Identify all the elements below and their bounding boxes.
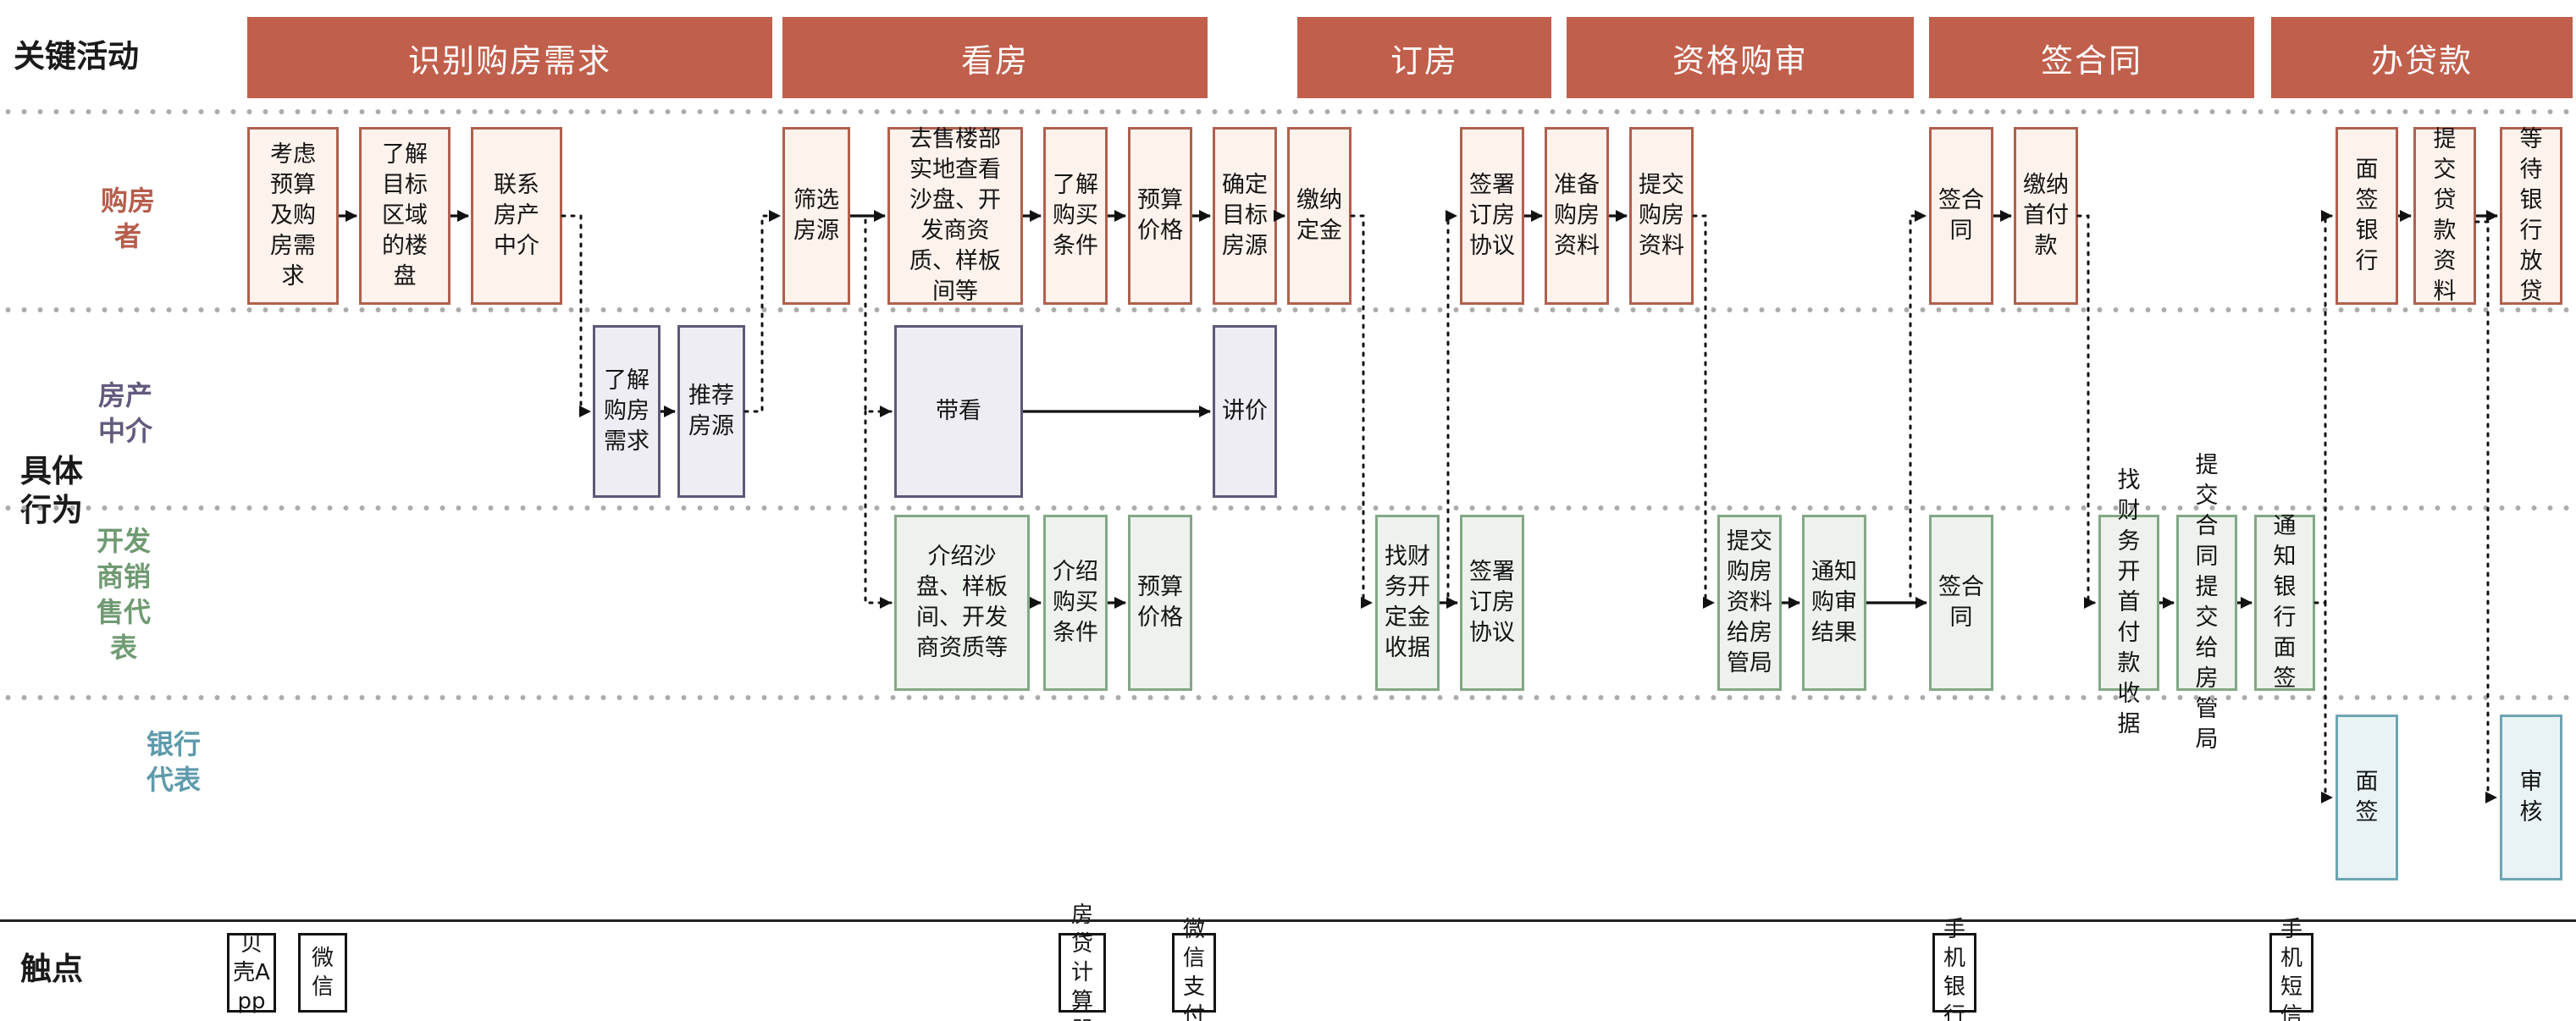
activity-node-dev-23: 介绍购买条件 xyxy=(1043,515,1108,691)
phase-header-6: 办贷款 xyxy=(2271,17,2573,98)
activity-node-dev-28: 通知购审结果 xyxy=(1802,515,1866,691)
phase-header-2: 看房 xyxy=(782,17,1208,98)
dotted-arrow-26 xyxy=(1350,214,1374,609)
activity-node-dev-30: 找财务开首付款收据 xyxy=(2098,467,2159,737)
activity-node-agent-20: 带看 xyxy=(894,325,1023,498)
dotted-arrow-22 xyxy=(561,214,592,417)
activity-node-agent-19: 推荐房源 xyxy=(677,325,745,498)
behaviors-row-label: 具体 行为 xyxy=(20,453,83,528)
dotted-arrow-30 xyxy=(2076,214,2097,609)
lane-label-agent: 房产 中介 xyxy=(97,379,152,447)
touchpoint-6: 手机短信 xyxy=(2269,917,2313,1021)
activity-node-buyer-2: 了解目标区域的楼盘 xyxy=(359,127,451,305)
dotted-separator-1 xyxy=(0,108,2576,115)
touchpoint-4: 微信支付 xyxy=(1172,917,1216,1021)
dotted-arrow-27 xyxy=(1446,210,1458,598)
touchpoint-2: 微信 xyxy=(298,933,347,1013)
phase-header-1: 识别购房需求 xyxy=(247,17,772,98)
activity-node-buyer-12: 提交购房资料 xyxy=(1629,127,1694,305)
activity-node-buyer-6: 了解购买条件 xyxy=(1043,127,1108,305)
activity-node-buyer-9: 缴纳定金 xyxy=(1287,127,1352,305)
activity-node-buyer-10: 签署订房协议 xyxy=(1460,127,1524,305)
lane-label-bank: 银行 代表 xyxy=(146,728,201,796)
lane-label-dev: 开发 商销 售代 表 xyxy=(96,525,151,664)
lane-label-buyer: 购房 者 xyxy=(100,185,155,252)
touchpoints-row-label: 触点 xyxy=(20,951,83,987)
activity-node-buyer-14: 缴纳首付款 xyxy=(2014,127,2078,305)
solid-separator xyxy=(0,919,2576,922)
activity-node-buyer-15: 面签银行 xyxy=(2336,127,2398,305)
activity-node-buyer-7: 预算价格 xyxy=(1128,127,1192,305)
phase-header-3: 订房 xyxy=(1297,17,1551,98)
dotted-separator-2 xyxy=(0,306,2576,313)
activity-node-dev-31: 提交合同提交给房管局 xyxy=(2176,452,2237,753)
activity-node-dev-32: 通知银行面签 xyxy=(2254,513,2315,692)
dotted-arrow-28 xyxy=(1692,214,1716,609)
activity-node-dev-27: 提交购房资料给房管局 xyxy=(1717,515,1782,691)
dotted-arrow-29 xyxy=(1909,210,1927,598)
activity-node-buyer-4: 筛选房源 xyxy=(782,127,850,305)
phase-header-4: 资格购审 xyxy=(1567,17,1914,98)
activity-node-dev-24: 预算价格 xyxy=(1128,515,1192,691)
activity-node-buyer-8: 确定目标房源 xyxy=(1213,127,1277,305)
touchpoint-3: 房贷计算器 xyxy=(1059,902,1106,1021)
activity-node-agent-21: 讲价 xyxy=(1213,325,1277,498)
activity-node-buyer-13: 签合同 xyxy=(1929,127,1993,305)
touchpoint-5: 手机银行 xyxy=(1932,917,1976,1021)
activity-node-dev-26: 签署订房协议 xyxy=(1460,515,1524,691)
activity-node-bank-34: 审核 xyxy=(2500,715,2562,880)
activity-node-buyer-1: 考虑预算及购房需求 xyxy=(247,127,339,305)
activity-node-bank-33: 面签 xyxy=(2336,715,2398,880)
dotted-arrow-31 xyxy=(2313,210,2334,604)
activity-node-buyer-5: 去售楼部实地查看沙盘、开发商资质、样板间等 xyxy=(887,126,1023,305)
activity-node-dev-25: 找财务开定金收据 xyxy=(1375,515,1440,691)
activity-node-buyer-3: 联系房产中介 xyxy=(471,127,562,305)
activity-node-dev-29: 签合同 xyxy=(1929,515,1993,691)
activity-node-buyer-16: 提交贷款资料 xyxy=(2413,126,2476,305)
activity-node-agent-18: 了解购房需求 xyxy=(593,325,661,498)
phase-header-5: 签合同 xyxy=(1929,17,2254,98)
dotted-separator-3 xyxy=(0,505,2576,511)
activity-node-buyer-17: 等待银行放贷 xyxy=(2500,126,2562,305)
activity-node-dev-22: 介绍沙盘、样板间、开发商资质等 xyxy=(894,515,1030,691)
key-activities-row-label: 关键活动 xyxy=(14,38,139,75)
dotted-arrow-23 xyxy=(744,210,782,413)
touchpoint-1: 贝壳App xyxy=(227,931,276,1014)
activity-node-buyer-11: 准备购房资料 xyxy=(1545,127,1609,305)
dotted-separator-4 xyxy=(0,694,2576,701)
